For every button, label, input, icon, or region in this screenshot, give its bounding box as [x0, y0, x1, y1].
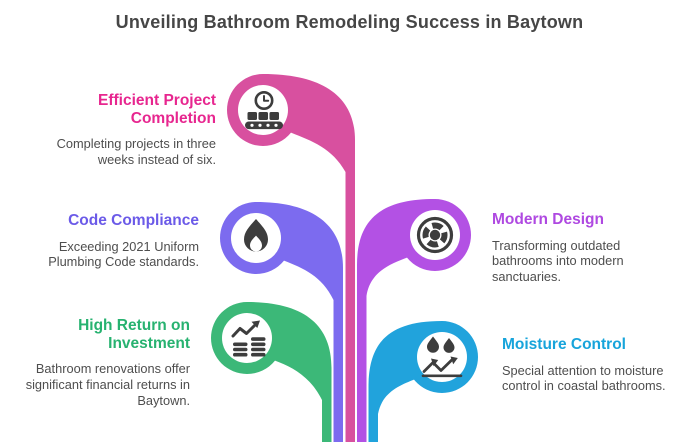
- clock-conveyor-icon: [245, 91, 283, 130]
- item-high-return-on-investment: High Return on Investment Bathroom renov…: [10, 317, 190, 408]
- item-heading: Modern Design: [492, 211, 604, 228]
- blob-modern-design: [357, 199, 471, 442]
- item-body: Special attention to moisture control in…: [502, 362, 666, 394]
- growth-chart-icon: [231, 320, 266, 357]
- page-title: Unveiling Bathroom Remodeling Success in…: [115, 12, 584, 32]
- item-moisture-control: Moisture Control Special attention to mo…: [502, 336, 670, 394]
- item-modern-design: Modern Design Transforming outdated bath…: [492, 211, 652, 284]
- item-body: Completing projects in three weeks inste…: [56, 136, 216, 167]
- item-code-compliance: Code Compliance Exceeding 2021 Uniform P…: [19, 212, 199, 270]
- item-heading: Efficient Project Completion: [98, 92, 216, 127]
- blob-moisture-control: [368, 321, 478, 442]
- item-heading: Moisture Control: [502, 336, 626, 353]
- item-body: Transforming outdated bathrooms into mod…: [492, 237, 624, 284]
- water-drops-bounce-icon: [421, 336, 463, 378]
- item-body: Bathroom renovations offer significant f…: [25, 361, 190, 408]
- wheel-icon: [416, 216, 454, 254]
- item-efficient-project-completion: Efficient Project Completion Completing …: [36, 92, 216, 168]
- flame-icon: [244, 219, 268, 252]
- item-heading: Code Compliance: [68, 212, 199, 229]
- item-heading: High Return on Investment: [78, 317, 190, 352]
- item-body: Exceeding 2021 Uniform Plumbing Code sta…: [48, 238, 199, 270]
